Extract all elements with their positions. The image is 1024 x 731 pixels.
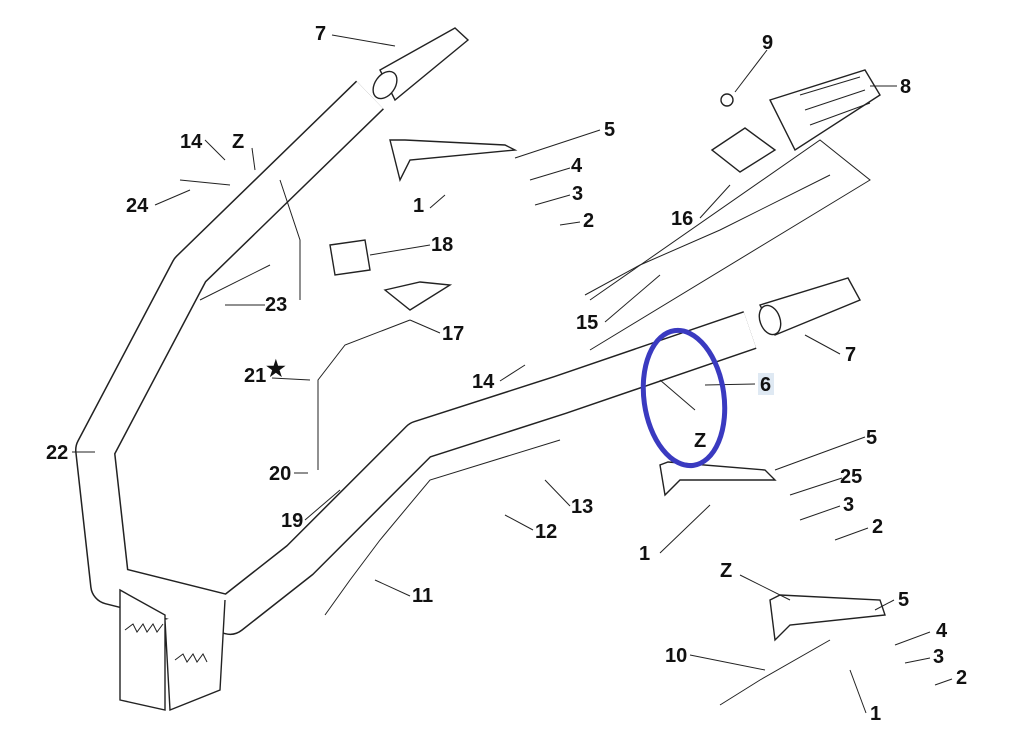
callout-z3: Z [720,560,732,582]
callout-21: 21 [244,365,266,387]
callout-22: 22 [46,442,68,464]
callout-2c: 2 [956,667,967,689]
leader-lines [72,34,953,714]
callout-5b: 5 [866,427,877,449]
callout-1: 1 [413,195,424,217]
callout-7b: 7 [845,344,856,366]
throttle-grip [710,69,881,173]
callout-25: 25 [840,466,862,488]
callout-z2: Z [694,430,706,452]
callout-10: 10 [665,645,687,667]
callout-5: 5 [604,119,615,141]
callout-13: 13 [571,496,593,518]
callout-8: 8 [900,76,911,98]
callout-17: 17 [442,323,464,345]
levers [329,139,886,642]
callout-14b: 14 [472,371,495,393]
callout-11: 11 [412,585,433,607]
handlebar-frame [75,80,871,712]
cables [179,174,831,706]
callout-9: 9 [762,32,773,54]
callout-16: 16 [671,208,693,230]
callout-4b: 4 [936,620,948,642]
grip-right [758,277,861,336]
callout-20: 20 [269,463,291,485]
callout-7: 7 [315,23,326,45]
callout-1b: 1 [639,543,650,565]
grip-top-left [372,27,470,102]
highlight-circle [640,327,728,469]
callout-3b: 3 [843,494,854,516]
callout-23: 23 [265,294,287,316]
callout-z: Z [232,131,244,153]
callout-1c: 1 [870,703,881,725]
callout-labels: 7 9 8 14 Z 5 4 3 2 1 24 16 18 23 15 17 7… [46,23,967,725]
callout-24: 24 [126,195,149,217]
callout-3c: 3 [933,646,944,668]
callout-4: 4 [571,155,583,177]
callout-19: 19 [281,510,303,532]
callout-15: 15 [576,312,598,334]
callout-2: 2 [583,210,594,232]
callout-5c: 5 [898,589,909,611]
callout-18: 18 [431,234,453,256]
star-mark: ★ [266,356,286,381]
callout-2b: 2 [872,516,883,538]
callout-6: 6 [760,374,771,396]
callout-3: 3 [572,183,583,205]
highlight-bg [758,373,774,395]
callout-14: 14 [180,131,203,153]
callout-12: 12 [535,521,557,543]
